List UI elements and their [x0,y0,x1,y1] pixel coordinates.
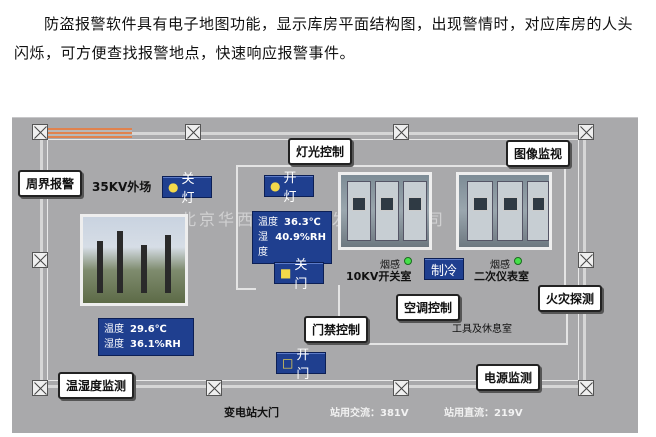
outdoor-temp-humidity-readout: 温度 29.6℃ 湿度 36.1%RH [98,318,194,356]
light-control-callout[interactable]: 灯光控制 [288,138,353,165]
outdoor-light-off-button[interactable]: ● 关灯 [162,172,212,206]
button-label: 开门 [296,348,310,382]
switch-cabinet [403,181,427,241]
substation-tower [165,235,171,293]
building-outline [236,270,256,290]
fence-post [32,380,48,396]
fence-post [393,380,409,396]
substation-tower [117,231,123,293]
door-open-button[interactable]: □ 开门 [276,348,326,382]
fence-post [185,124,201,140]
smoke-sensor-led [404,257,412,265]
fence-post [578,252,594,268]
smoke-label: 烟感 [380,260,400,271]
lock-icon: □ [282,356,294,370]
cooling-button[interactable]: 制冷 [424,258,464,280]
temp-label: 温度 [104,324,124,335]
gate-label: 变电站大门 [224,406,279,419]
fence-post [578,380,594,396]
switch-cabinet [347,181,371,241]
temp-humidity-callout[interactable]: 温湿度监测 [58,372,135,399]
substation-tower [141,245,147,293]
fence-post [32,124,48,140]
perimeter-alarm-segment [44,128,132,138]
smoke-sensor-led [514,257,522,265]
room-10kv-camera-view[interactable] [338,172,432,250]
bulb-icon: ● [168,180,179,194]
button-label: 关灯 [181,172,195,206]
building-outline [236,165,566,285]
instrument-cabinet [497,181,523,241]
smoke-label: 烟感 [490,260,510,271]
intro-paragraph: 防盗报警软件具有电子地图功能，显示库房平面结构图，出现警情时，对应库房的人头闪烁… [14,15,634,62]
room-secondary-camera-view[interactable] [456,172,552,250]
temp-value: 36.3℃ [284,217,321,228]
instrument-cabinet [527,181,549,241]
substation-tower [97,241,103,293]
humidity-label: 湿度 [104,339,124,350]
fence-post [393,124,409,140]
lock-icon: ■ [280,266,292,280]
room-secondary-label: 二次仪表室 [474,270,529,283]
fence-post [32,252,48,268]
bulb-icon: ● [270,179,281,193]
switch-cabinet [375,181,399,241]
button-label: 关门 [294,258,308,292]
fire-detect-callout[interactable]: 火灾探测 [538,285,603,312]
room-temp-humidity-readout: 温度 36.3℃ 湿度 40.9%RH [252,211,332,264]
humidity-value: 36.1%RH [130,339,181,350]
tool-room-label: 工具及休息室 [452,324,512,335]
door-control-callout[interactable]: 门禁控制 [304,316,369,343]
light-on-button[interactable]: ● 开灯 [264,171,314,205]
room-10kv-label: 10KV开关室 [346,270,412,283]
button-label: 制冷 [430,263,457,279]
button-label: 开灯 [283,171,297,205]
door-close-button[interactable]: ■ 关门 [274,258,324,292]
power-monitor-callout[interactable]: 电源监测 [476,364,541,391]
temp-value: 29.6℃ [130,324,167,335]
dc-voltage-readout: 站用直流：219V [444,408,523,419]
outdoor-35kv-camera-view[interactable] [80,214,188,306]
fence-post [578,124,594,140]
ac-control-callout[interactable]: 空调控制 [396,294,461,321]
video-monitor-callout[interactable]: 图像监视 [506,140,571,167]
building-outline [338,285,568,345]
instrument-cabinet [467,181,493,241]
humidity-value: 40.9%RH [275,232,326,243]
fence-post [206,380,222,396]
perimeter-alarm-callout[interactable]: 周界报警 [18,170,83,197]
temp-label: 温度 [258,217,278,228]
ac-voltage-readout: 站用交流：381V [330,408,409,419]
humidity-label: 湿度 [258,232,268,258]
outdoor-35kv-label: 35KV外场 [92,180,152,194]
